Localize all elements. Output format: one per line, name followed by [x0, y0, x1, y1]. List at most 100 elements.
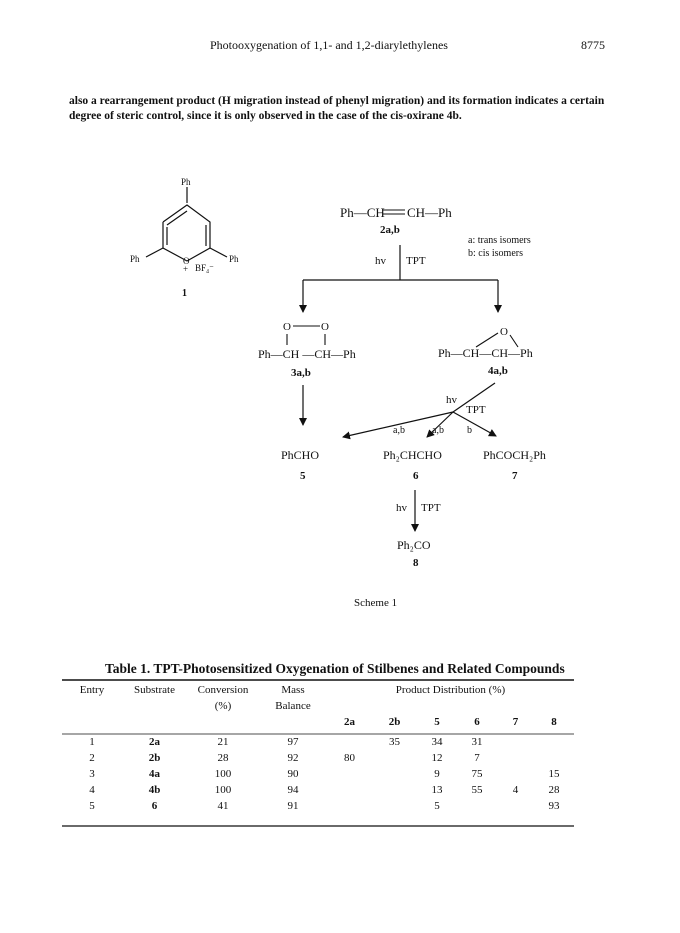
isomer-note-trans: a: trans isomers	[468, 235, 531, 246]
oxirane-fan-arrows	[342, 382, 497, 440]
cell-mass-balance: 90	[287, 768, 299, 780]
cell-conversion: 100	[214, 768, 232, 780]
product-5-label: 5	[300, 470, 306, 482]
cond3-hv: hv	[396, 502, 408, 514]
tpt-right-ph: Ph	[229, 254, 239, 264]
table-rules	[62, 679, 574, 827]
product-8-label: 8	[413, 557, 419, 569]
cell-2b	[372, 750, 417, 766]
cell-2b	[372, 798, 417, 814]
isomer-note-cis: b: cis isomers	[468, 248, 523, 259]
oxirane-ring	[475, 332, 519, 348]
cell-entry: 2	[89, 752, 95, 764]
cell-substrate: 6	[151, 800, 158, 812]
cell-5: 13	[431, 784, 443, 796]
cell-6: 55	[471, 784, 483, 796]
cell-6	[457, 798, 497, 814]
cell-2a	[327, 734, 372, 750]
cell-6: 31	[471, 736, 483, 748]
cell-5: 9	[434, 768, 440, 780]
product-6-label: 6	[413, 470, 419, 482]
col-mass: Mass	[281, 683, 305, 696]
col-product: 5	[434, 716, 440, 728]
col-conversion-unit: (%)	[214, 700, 232, 712]
page-number: 8775	[581, 38, 605, 52]
body-text-line-2: degree of steric control, since it is on…	[69, 110, 462, 122]
cell-6: 7	[474, 752, 480, 764]
dioxetane-formula: Ph—CH —CH—Ph	[258, 347, 356, 361]
stilbene-formula-right: CH—Ph	[407, 205, 452, 220]
cell-entry: 1	[89, 736, 95, 748]
table-row: 3 4a 100 90 9 75 15	[62, 766, 574, 782]
results-table: Entry Substrate Conversion Mass Product …	[62, 681, 574, 814]
tpt-top-ph: Ph	[181, 177, 191, 187]
branch-lines	[299, 245, 502, 313]
table-row: 4 4b 100 94 13 55 4 28	[62, 782, 574, 798]
cell-substrate: 2b	[148, 752, 161, 764]
oxirane-formula: Ph—CH—CH—Ph	[438, 346, 533, 360]
cell-conversion: 21	[217, 736, 229, 748]
product-7-label: 7	[512, 470, 518, 482]
cell-5: 34	[431, 736, 443, 748]
cell-mass-balance: 91	[287, 800, 299, 812]
cell-7	[497, 734, 534, 750]
tpt-compound-label: 1	[182, 288, 187, 299]
cell-2a: 80	[344, 752, 355, 764]
cell-mass-balance: 92	[287, 752, 299, 764]
cond2-hv: hv	[446, 394, 458, 406]
body-text-line-1: also a rearrangement product (H migratio…	[69, 95, 605, 107]
col-product-distribution: Product Distribution (%)	[395, 683, 506, 696]
col-product: 2a	[344, 716, 355, 728]
cell-entry: 3	[89, 768, 95, 780]
product-7-formula: PhCOCH₂Ph	[483, 448, 546, 462]
cell-substrate: 2a	[149, 736, 160, 748]
table-row: 1 2a 21 97 35 34 31	[62, 734, 574, 750]
cell-8: 15	[548, 768, 560, 780]
dioxetane-ring	[286, 325, 326, 345]
col-entry: Entry	[79, 683, 105, 696]
cell-5: 12	[431, 752, 443, 764]
cond1-tpt: TPT	[406, 255, 426, 267]
cell-5: 5	[434, 800, 440, 812]
table-caption: Table 1. TPT-Photosensitized Oxygenation…	[105, 661, 565, 676]
cell-conversion: 28	[217, 752, 229, 764]
tpt-oxygen: O	[183, 256, 190, 266]
cell-2a	[327, 798, 372, 814]
product-5-formula: PhCHO	[281, 448, 319, 462]
branch-label-left: a,b	[393, 425, 405, 436]
dioxetane-label: 3a,b	[291, 367, 311, 379]
col-product: 2b	[388, 716, 401, 728]
dioxetane-o-right: O	[321, 321, 329, 333]
cell-2b: 35	[389, 736, 400, 748]
cell-2b	[372, 766, 417, 782]
cell-8: 93	[548, 800, 560, 812]
cond2-tpt: TPT	[466, 404, 486, 416]
cell-7	[497, 766, 534, 782]
table-row: 5 6 41 91 5 93	[62, 798, 574, 814]
oxirane-oxygen: O	[500, 326, 508, 338]
col-product: 6	[474, 716, 480, 728]
scheme-caption: Scheme 1	[354, 597, 397, 609]
cell-conversion: 100	[214, 784, 232, 796]
pyrylium-structure	[145, 187, 228, 262]
col-product: 7	[512, 716, 519, 728]
product-8-formula: Ph₂CO	[397, 538, 431, 552]
product-6-formula: Ph₂CHCHO	[383, 448, 442, 462]
cell-entry: 5	[89, 800, 95, 812]
branch-label-right: b	[467, 425, 472, 436]
cell-7	[497, 798, 534, 814]
tpt-left-ph: Ph	[130, 254, 140, 264]
cell-6: 75	[471, 768, 483, 780]
cell-8	[534, 750, 574, 766]
cell-2a	[327, 766, 372, 782]
cell-substrate: 4a	[149, 768, 160, 780]
stilbene-formula-left: Ph—CH	[340, 205, 385, 220]
tpt-counterion: BF₄⁻	[195, 263, 214, 273]
col-product: 8	[551, 716, 557, 728]
cond1-hv: hv	[375, 255, 387, 267]
stilbene-label: 2a,b	[380, 224, 400, 236]
col-substrate: Substrate	[134, 683, 175, 696]
double-bond	[383, 209, 405, 215]
tpt-plus: +	[183, 264, 188, 274]
